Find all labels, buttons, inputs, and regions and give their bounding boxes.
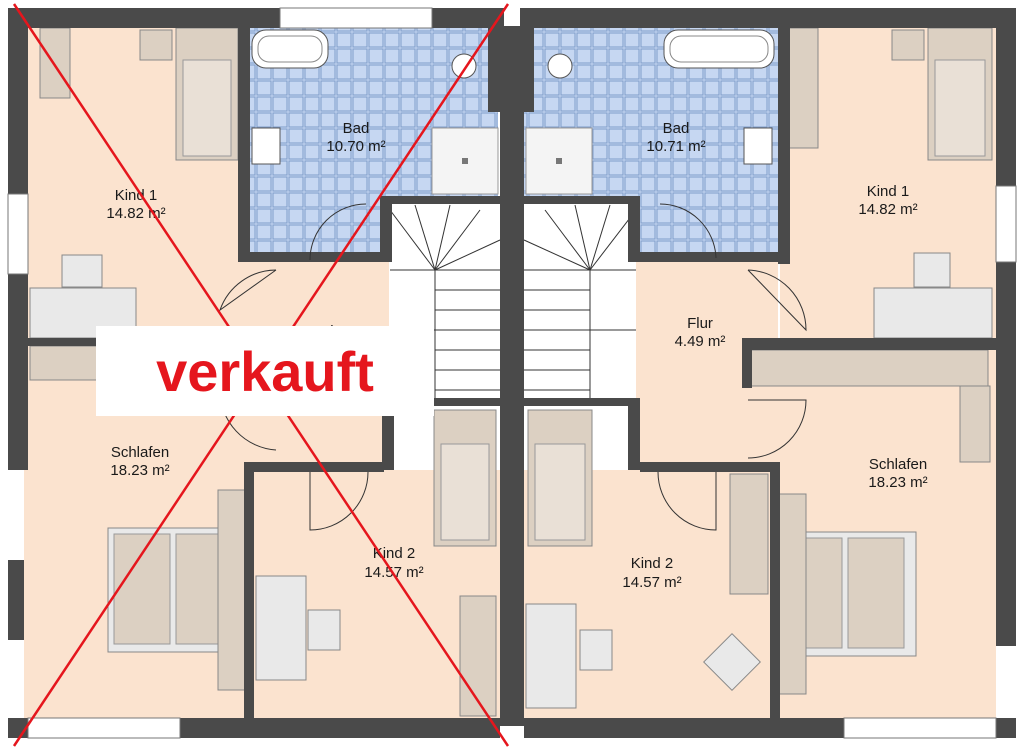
left-kind2-area: 14.57 m² — [364, 564, 423, 581]
right-doors — [657, 203, 807, 531]
right-kind1-area: 14.82 m² — [858, 201, 917, 218]
right-stairs — [523, 204, 637, 400]
right-nightstand — [891, 29, 925, 61]
right-bad-name: Bad — [663, 120, 690, 137]
right-bathtub — [663, 29, 775, 69]
left-chair-kind1 — [61, 254, 103, 288]
right-sink — [743, 127, 773, 165]
left-walls — [8, 8, 512, 738]
left-wardrobe-kind2 — [459, 595, 497, 717]
right-desk-kind1 — [873, 287, 993, 339]
right-schlafen-name: Schlafen — [869, 456, 927, 473]
left-bathtub — [251, 29, 329, 69]
left-windows — [7, 7, 433, 739]
right-windows — [843, 185, 1017, 739]
right-chair-kind2 — [579, 629, 613, 671]
left-sink — [251, 127, 281, 165]
right-kind2-name: Kind 2 — [631, 555, 674, 572]
sold-label-box — [96, 326, 434, 416]
right-flur-area: 4.49 m² — [675, 333, 726, 350]
right-kind1-name: Kind 1 — [867, 183, 910, 200]
right-wardrobe-kind1 — [787, 27, 819, 149]
right-dresser-schlafen — [777, 493, 807, 695]
right-chair-kind1 — [913, 252, 951, 288]
right-wardrobe-kind2 — [729, 473, 769, 595]
right-unit — [512, 8, 1017, 739]
left-bad-name: Bad — [343, 120, 370, 137]
sold-overlay: verkauft — [12, 3, 510, 747]
left-kind1-name: Kind 1 — [115, 187, 158, 204]
sold-label: verkauft — [156, 340, 374, 403]
left-schlafen-name: Schlafen — [111, 444, 169, 461]
left-chair-kind2 — [307, 609, 341, 651]
right-kind2-area: 14.57 m² — [622, 574, 681, 591]
left-stairs — [389, 204, 501, 400]
right-wardrobe-schlafen — [747, 349, 989, 387]
left-nightstand — [139, 29, 173, 61]
right-bad-area: 10.71 m² — [646, 138, 705, 155]
right-schlafen-area: 18.23 m² — [868, 474, 927, 491]
right-desk-kind2 — [525, 603, 577, 709]
left-bad-area: 10.70 m² — [326, 138, 385, 155]
right-toilet — [547, 53, 573, 79]
left-wardrobe-kind1 — [39, 27, 71, 99]
right-schlafen-floor — [776, 342, 996, 720]
left-desk-kind2 — [255, 575, 307, 681]
right-walls — [512, 8, 1016, 738]
right-stairwell — [524, 200, 636, 400]
right-armchair-kind2 — [703, 633, 761, 691]
left-schlafen-area: 18.23 m² — [110, 462, 169, 479]
right-flur-name: Flur — [687, 315, 713, 332]
left-dresser-schlafen — [217, 489, 247, 691]
